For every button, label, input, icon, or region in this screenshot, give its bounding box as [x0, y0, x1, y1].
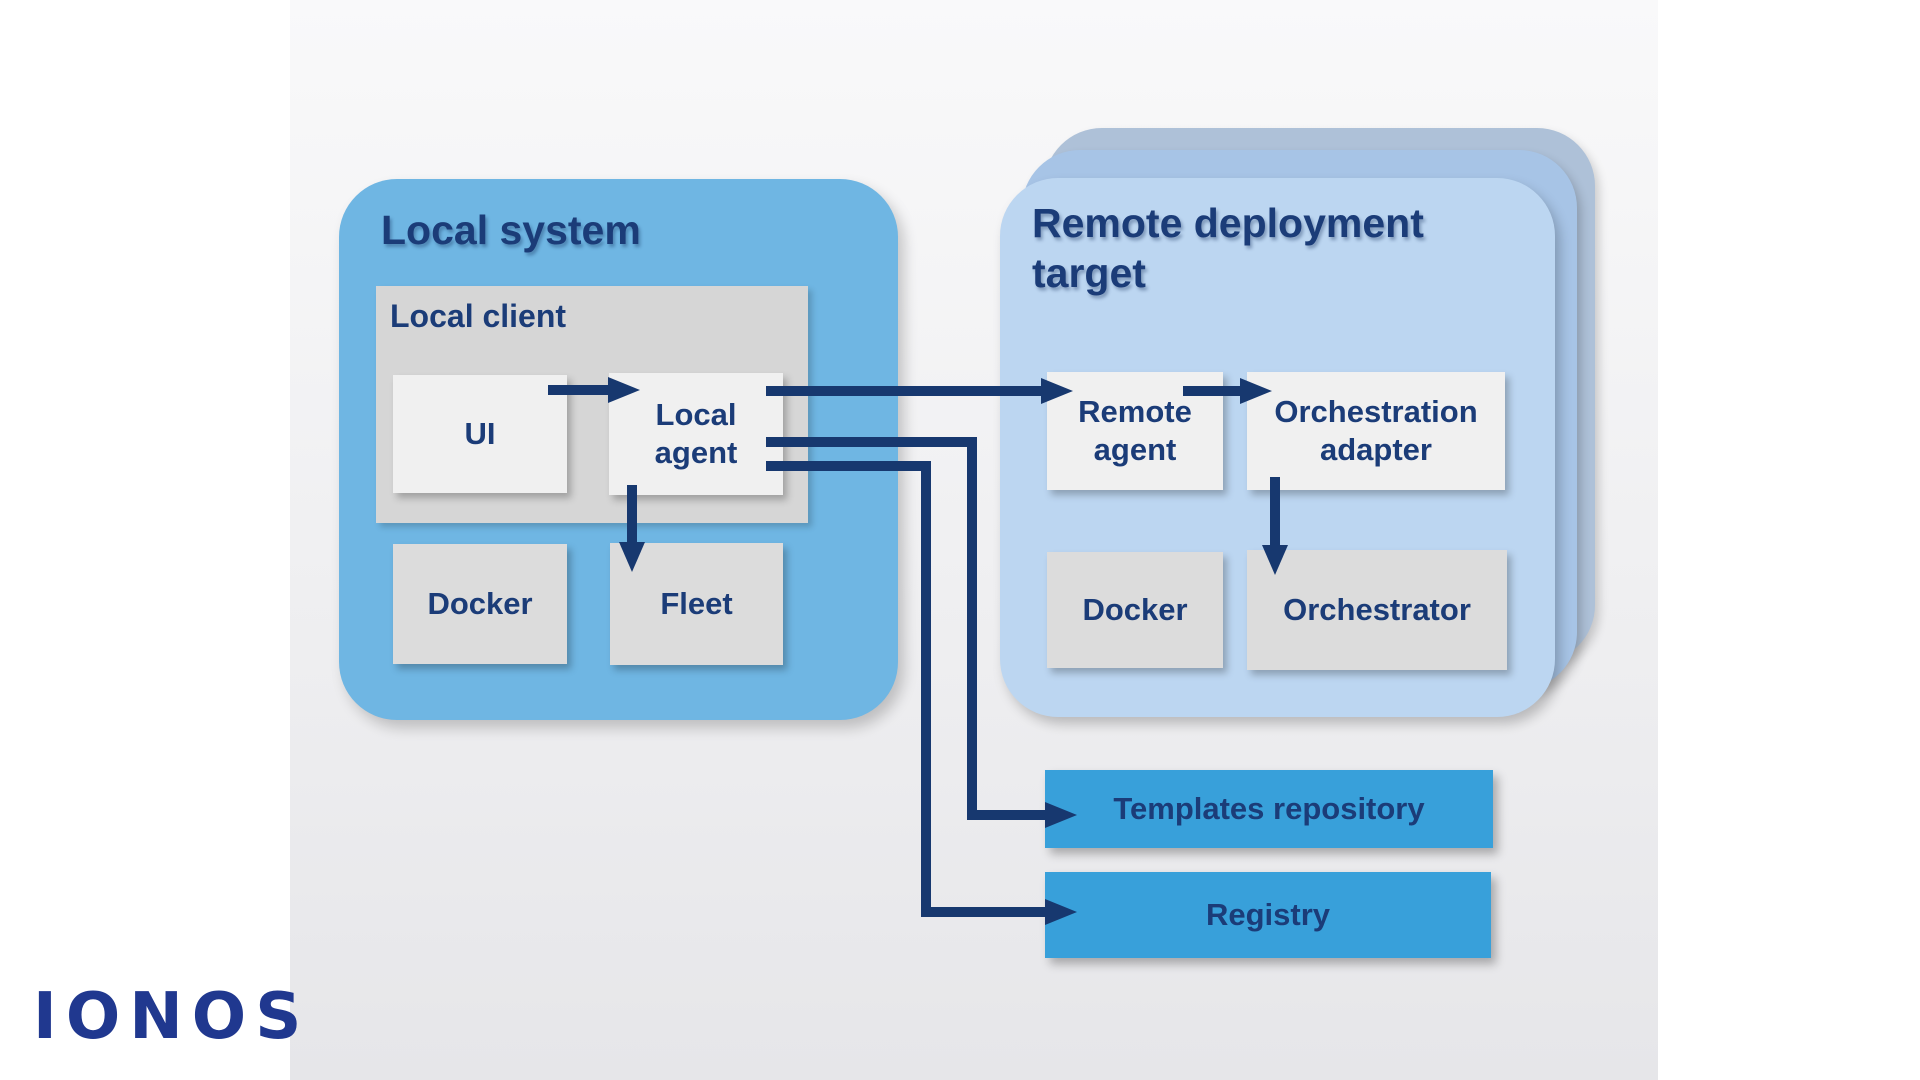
node-orchestration-adapter-label: Orchestration adapter [1274, 394, 1478, 467]
node-docker-remote-label: Docker [1082, 592, 1188, 628]
arrow-local-agent-to-registry-seg1 [766, 461, 931, 471]
arrow-local-agent-to-registry-head [1045, 899, 1077, 925]
arrow-remote-agent-to-orchestration-adapter-head [1240, 378, 1272, 404]
arrow-local-agent-to-remote-agent-line [766, 386, 1041, 396]
ionos-logo: IONOS [33, 980, 311, 1054]
bar-registry-label: Registry [1205, 897, 1331, 932]
local-system-title: Local system [381, 207, 641, 253]
arrow-local-agent-to-fleet-line [627, 485, 637, 542]
arrow-local-agent-to-templates-seg3 [967, 810, 1045, 820]
arrow-local-agent-to-fleet-head [619, 542, 645, 572]
bar-templates-repository-label: Templates repository [1113, 791, 1425, 826]
arrow-local-agent-to-templates-seg2 [967, 437, 977, 820]
arrow-ui-to-local-agent-head [608, 377, 640, 403]
arrow-local-agent-to-templates-seg1 [766, 437, 977, 447]
node-ui: UI [393, 375, 567, 493]
arrow-local-agent-to-remote-agent-head [1041, 378, 1073, 404]
node-orchestrator-label: Orchestrator [1283, 592, 1471, 628]
bar-registry: Registry [1045, 872, 1491, 958]
arrow-ui-to-local-agent-line [548, 385, 608, 395]
node-docker-remote: Docker [1047, 552, 1223, 668]
node-docker-local: Docker [393, 544, 567, 664]
node-orchestration-adapter: Orchestration adapter [1247, 372, 1505, 490]
node-fleet-label: Fleet [660, 586, 733, 622]
local-client-title: Local client [390, 298, 567, 334]
node-remote-agent: Remote agent [1047, 372, 1223, 490]
node-local-agent-label: Local agent [654, 397, 738, 470]
arrow-local-agent-to-registry-seg3 [921, 907, 1045, 917]
node-ui-label: UI [464, 416, 496, 452]
arrow-orchestration-adapter-to-orchestrator-head [1262, 545, 1288, 575]
node-remote-agent-label: Remote agent [1078, 394, 1192, 467]
arrow-orchestration-adapter-to-orchestrator-line [1270, 477, 1280, 545]
arrow-local-agent-to-templates-head [1045, 802, 1077, 828]
bar-templates-repository: Templates repository [1045, 770, 1493, 848]
arrow-remote-agent-to-orchestration-adapter-line [1183, 386, 1240, 396]
node-orchestrator: Orchestrator [1247, 550, 1507, 670]
node-docker-local-label: Docker [427, 586, 533, 622]
remote-target-title: Remote deployment target [1032, 200, 1424, 297]
arrow-local-agent-to-registry-seg2 [921, 461, 931, 917]
